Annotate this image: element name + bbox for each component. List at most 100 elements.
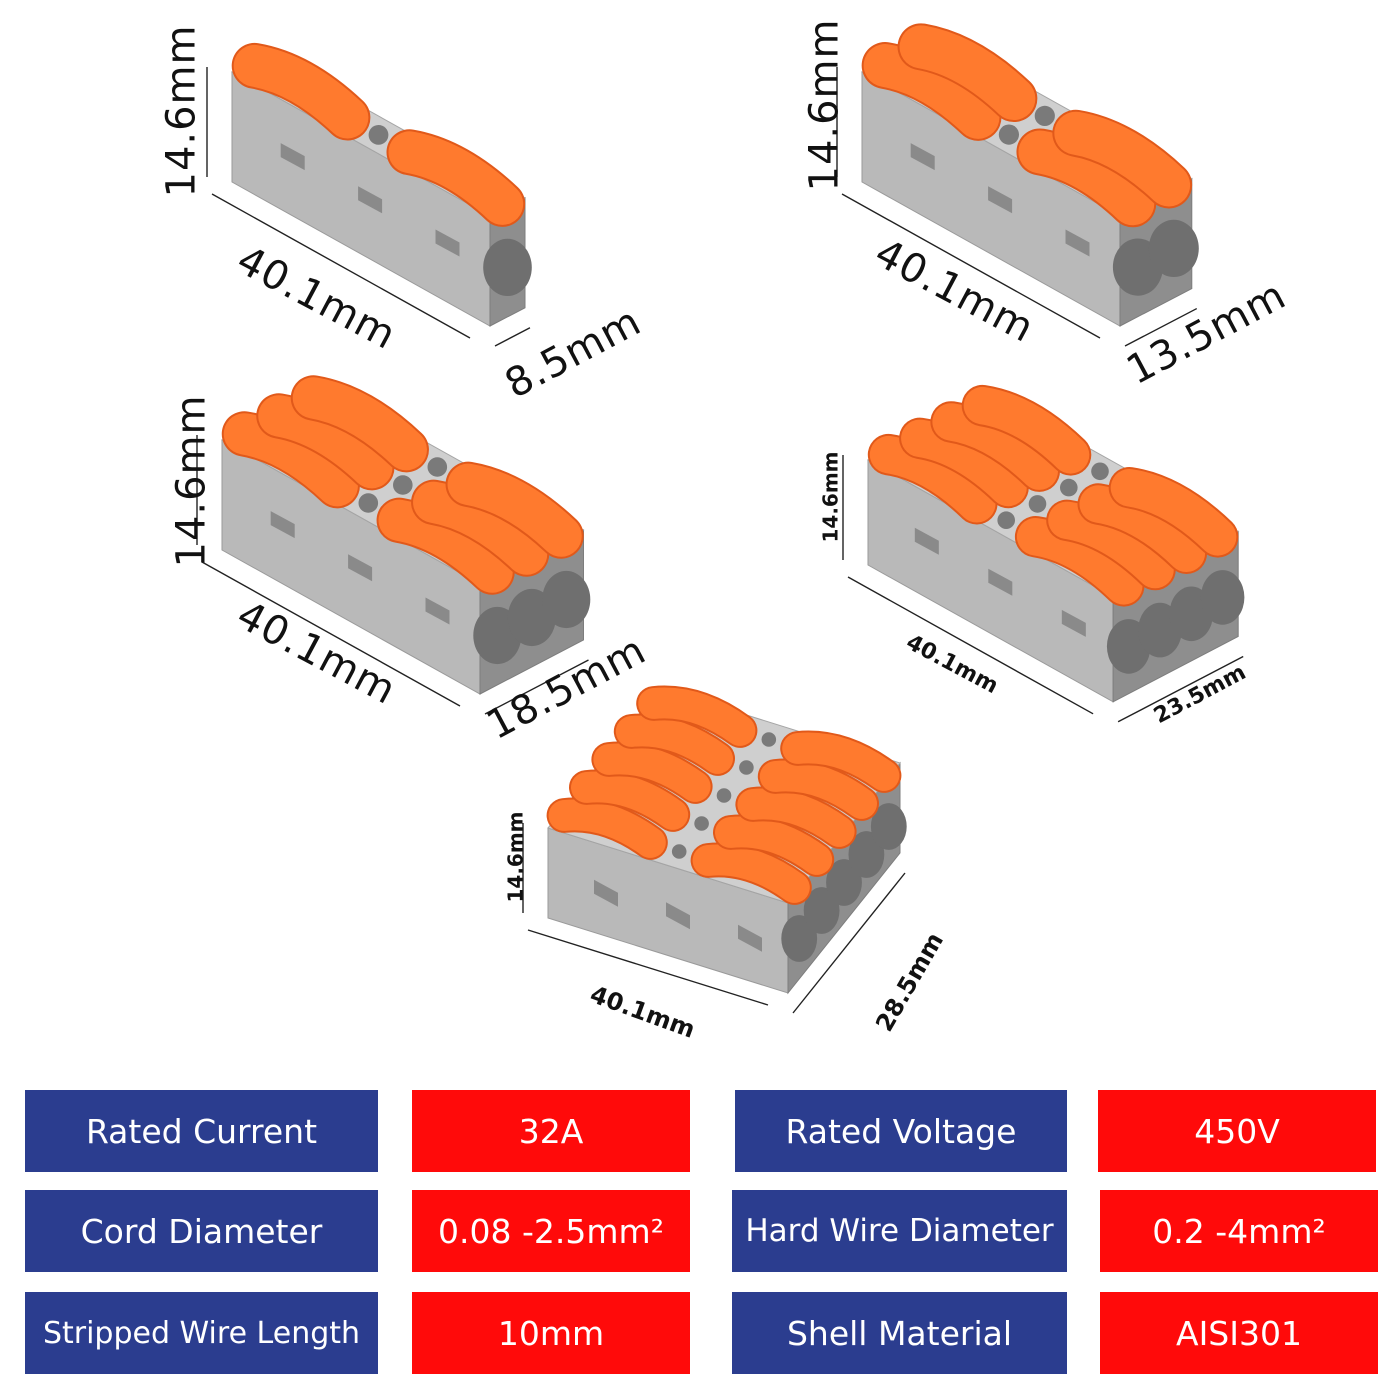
top-hole xyxy=(739,760,754,775)
spec-label-stripped-wire-length: Stripped Wire Length xyxy=(25,1292,378,1374)
lever xyxy=(615,715,733,774)
length-dimension-line xyxy=(527,929,769,1006)
top-hole xyxy=(1034,105,1055,126)
length-dimension-line xyxy=(201,561,461,707)
lever xyxy=(571,771,689,830)
wire-hole xyxy=(870,803,907,850)
width-dimension-line xyxy=(792,872,906,1014)
lever xyxy=(223,413,358,507)
wire-hole xyxy=(781,915,818,962)
top-hole xyxy=(694,816,709,831)
side-slot xyxy=(988,186,1013,214)
lever xyxy=(692,844,810,903)
top-hole xyxy=(671,844,687,859)
top-hole xyxy=(998,124,1020,145)
side-slot xyxy=(666,902,690,930)
lever xyxy=(1054,111,1191,207)
lever xyxy=(932,403,1058,490)
wire-hole xyxy=(1200,570,1245,625)
lever xyxy=(1018,130,1155,226)
top-hole xyxy=(393,475,413,495)
top-hole xyxy=(368,124,389,145)
length-dimension-line xyxy=(847,576,1094,715)
lever xyxy=(638,687,756,746)
side-slot xyxy=(594,879,618,907)
wire-hole xyxy=(542,570,591,629)
side-slot xyxy=(988,568,1013,596)
spec-label-rated-current: Rated Current xyxy=(25,1090,378,1172)
lever xyxy=(963,386,1090,474)
connector-1 xyxy=(206,42,532,347)
side-slot xyxy=(435,229,460,257)
connector-2 xyxy=(836,23,1199,347)
side-slot xyxy=(270,511,295,539)
side-slot xyxy=(280,143,305,171)
spec-label-rated-voltage: Rated Voltage xyxy=(735,1090,1067,1172)
lever xyxy=(715,816,833,875)
wire-hole xyxy=(803,887,840,934)
lever xyxy=(901,419,1027,507)
connector-4-height-label: 14.6mm xyxy=(818,451,843,543)
lever xyxy=(869,435,996,523)
lever xyxy=(1079,485,1206,572)
top-hole xyxy=(716,788,732,803)
lever xyxy=(258,395,393,489)
side-slot xyxy=(348,554,373,582)
connector-5 xyxy=(522,685,907,1014)
side-slot xyxy=(910,143,935,171)
connector-1-height-label: 14.6mm xyxy=(158,24,205,198)
wire-hole xyxy=(848,831,885,878)
side-slot xyxy=(358,186,383,214)
length-dimension-line xyxy=(211,193,471,339)
lever xyxy=(388,131,524,225)
spec-value-shell-material: AISI301 xyxy=(1100,1292,1378,1374)
connector-3 xyxy=(196,375,591,715)
length-dimension-line xyxy=(841,193,1101,339)
connector-4 xyxy=(842,384,1245,723)
lever xyxy=(863,44,1000,139)
lever xyxy=(737,788,855,847)
lever xyxy=(548,799,666,858)
top-hole xyxy=(1091,462,1109,481)
side-slot xyxy=(914,527,939,555)
spec-label-shell-material: Shell Material xyxy=(732,1292,1067,1374)
side-slot xyxy=(425,597,450,625)
lever xyxy=(1048,501,1174,589)
width-dimension-line xyxy=(1124,307,1198,347)
width-dimension-line xyxy=(1117,655,1244,723)
top-hole xyxy=(761,732,777,747)
top-hole xyxy=(358,493,379,513)
lever xyxy=(447,463,582,557)
spec-value-rated-voltage: 450V xyxy=(1098,1090,1376,1172)
lever xyxy=(593,743,711,802)
connector-2-height-label: 14.6mm xyxy=(801,18,848,192)
top-hole xyxy=(1028,495,1047,513)
lever xyxy=(413,481,548,575)
spec-value-cord-diameter: 0.08 -2.5mm² xyxy=(412,1190,690,1272)
connectors-drawing xyxy=(196,23,1245,1014)
side-slot xyxy=(1065,229,1090,257)
lever xyxy=(899,25,1036,121)
width-dimension-line xyxy=(484,659,589,715)
lever xyxy=(1016,518,1143,605)
side-slot xyxy=(1061,609,1086,637)
wire-hole xyxy=(483,238,532,296)
lever xyxy=(292,377,427,471)
top-hole xyxy=(427,457,448,477)
lever xyxy=(782,732,900,791)
lever xyxy=(759,760,877,819)
wire-hole xyxy=(826,859,862,906)
spec-value-stripped-wire-length: 10mm xyxy=(412,1292,690,1374)
side-slot xyxy=(738,924,762,952)
spec-label-hard-wire-diameter: Hard Wire Diameter xyxy=(732,1190,1067,1272)
connector-5-height-label: 14.6mm xyxy=(503,811,528,903)
lever xyxy=(378,499,513,593)
top-hole xyxy=(1060,478,1078,497)
lever xyxy=(1110,469,1237,556)
wire-hole xyxy=(1148,219,1199,277)
product-illustration: 14.6mm 40.1mm 8.5mm 14.6mm 40.1mm 13.5mm… xyxy=(158,18,1294,1044)
spec-label-cord-diameter: Cord Diameter xyxy=(25,1190,378,1272)
spec-value-rated-current: 32A xyxy=(412,1090,690,1172)
connector-3-height-label: 14.6mm xyxy=(168,394,215,568)
top-hole xyxy=(997,511,1015,529)
